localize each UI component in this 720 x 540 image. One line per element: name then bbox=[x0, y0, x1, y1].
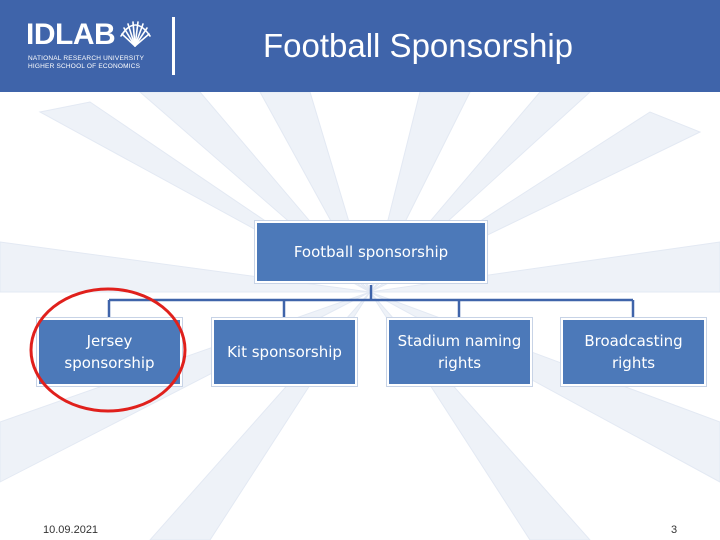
page-number: 3 bbox=[670, 524, 678, 536]
university-logo: IDLAB NATIONAL RESEARCH UNIVERSITY HIGHE… bbox=[26, 18, 156, 78]
page-title: Football Sponsorship bbox=[262, 27, 574, 64]
header-bar: IDLAB NATIONAL RESEARCH UNIVERSITY HIGHE… bbox=[0, 0, 720, 92]
header-divider bbox=[172, 17, 175, 75]
child-node-label: Stadium naming rights bbox=[397, 332, 522, 372]
logo-text-line-1: NATIONAL RESEARCH UNIVERSITY bbox=[28, 55, 145, 62]
footer-date: 10.09.2021 bbox=[43, 524, 99, 536]
logo-text-line-2: HIGHER SCHOOL OF ECONOMICS bbox=[28, 63, 141, 70]
child-node-label: Jersey sponsorship bbox=[64, 332, 155, 372]
diagram-child-node-jersey: Jersey sponsorship bbox=[37, 318, 182, 386]
root-node-label: Football sponsorship bbox=[293, 243, 449, 261]
diagram-root-node: Football sponsorship bbox=[255, 221, 487, 283]
shell-icon bbox=[120, 21, 151, 47]
diagram-child-node-broadcasting: Broadcasting rights bbox=[561, 318, 706, 386]
diagram-child-node-kit: Kit sponsorship bbox=[212, 318, 357, 386]
logo-wordmark: IDLAB bbox=[26, 18, 116, 51]
child-node-label: Kit sponsorship bbox=[227, 343, 342, 361]
child-node-label: Broadcasting rights bbox=[584, 332, 683, 372]
diagram-child-node-stadium: Stadium naming rights bbox=[387, 318, 532, 386]
